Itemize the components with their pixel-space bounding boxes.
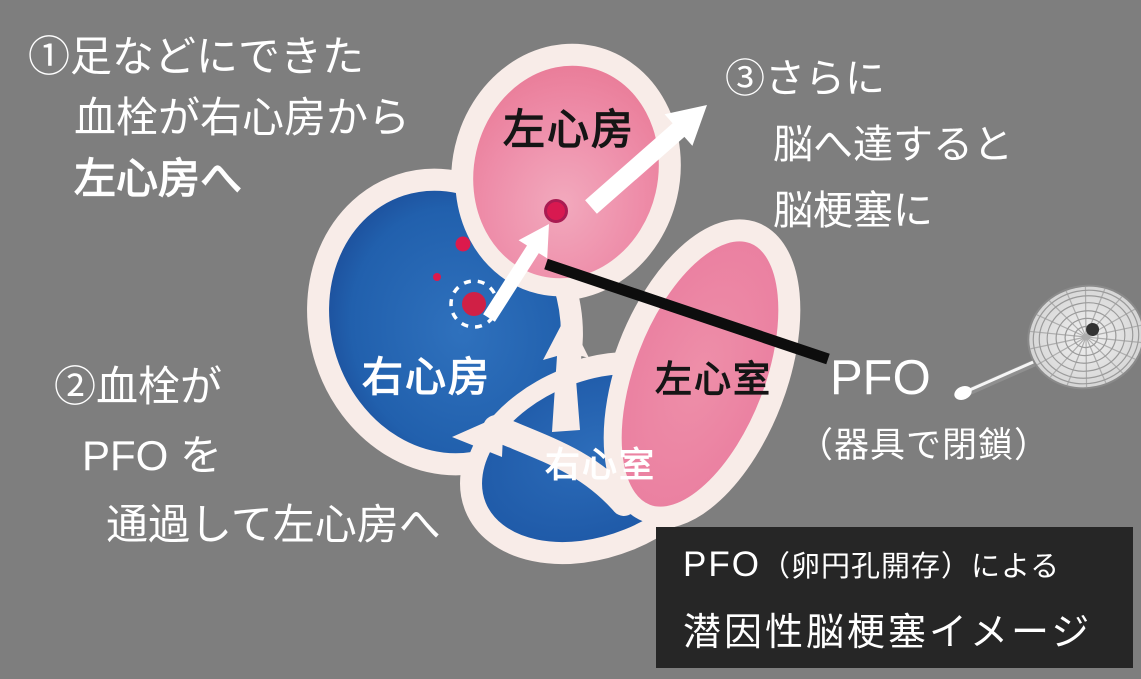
left-atrium-shape bbox=[455, 47, 677, 297]
step2-line2: PFO を bbox=[82, 432, 223, 479]
blood-clot-small-2 bbox=[433, 273, 441, 281]
blood-clot-pfo bbox=[462, 292, 486, 316]
pfo-label: PFO bbox=[830, 351, 931, 405]
pfo-pointer-line bbox=[544, 258, 830, 365]
device-mesh-spokes bbox=[1029, 286, 1141, 388]
caption-line2: 潜因性脳梗塞イメージ bbox=[683, 612, 1093, 654]
blood-clot-left-atrium bbox=[544, 199, 568, 223]
step3-line1: ③さらに bbox=[725, 57, 885, 101]
blood-clot-small-1 bbox=[455, 236, 471, 252]
step1-line2: 血栓が右心房から bbox=[74, 94, 411, 141]
pfo-label-subtitle: （器具で閉鎖） bbox=[798, 426, 1051, 465]
caption-line1: PFO（卵円孔開存）による bbox=[683, 543, 1133, 585]
right-atrium-label: 右心房 bbox=[362, 354, 491, 400]
caption-line1-rest: （卵円孔開存）による bbox=[760, 551, 1061, 583]
step1-line1: ①足などにできた bbox=[28, 33, 365, 80]
right-ventricle-label: 右心室 bbox=[545, 446, 657, 485]
device-disc bbox=[1027, 284, 1141, 390]
left-atrium-label: 左心房 bbox=[503, 106, 636, 153]
to-brain-arrow-icon bbox=[585, 105, 707, 214]
device-hub bbox=[1086, 322, 1100, 336]
flow-arrow-left-icon bbox=[452, 414, 504, 457]
caption-line1-latin: PFO bbox=[683, 545, 761, 584]
step3-line2: 脳へ達すると bbox=[773, 123, 1013, 167]
step2-line1: ②血栓が bbox=[54, 363, 223, 410]
occluder-device bbox=[954, 284, 1141, 400]
annotation-step1: ①足などにできた 血栓が右心房から 左心房へ bbox=[28, 26, 410, 209]
step2-line3: 通過して左心房へ bbox=[106, 501, 441, 548]
flow-arrow-up-icon bbox=[543, 314, 589, 432]
flow-band bbox=[483, 415, 637, 516]
device-wire-tip bbox=[954, 386, 972, 400]
left-ventricle-label: 左心室 bbox=[655, 359, 772, 400]
annotation-step2: ②血栓が PFO を 通過して左心房へ bbox=[54, 352, 441, 559]
step3-line3: 脳梗塞に bbox=[773, 189, 933, 233]
caption-box: PFO（卵円孔開存）による 潜因性脳梗塞イメージ bbox=[656, 527, 1133, 668]
annotation-step3: ③さらに 脳へ達すると 脳梗塞に bbox=[725, 46, 1013, 244]
step1-line3: 左心房へ bbox=[74, 155, 243, 202]
pfo-crossing-arrow-icon bbox=[483, 224, 549, 322]
device-mesh-rings bbox=[1032, 289, 1140, 385]
